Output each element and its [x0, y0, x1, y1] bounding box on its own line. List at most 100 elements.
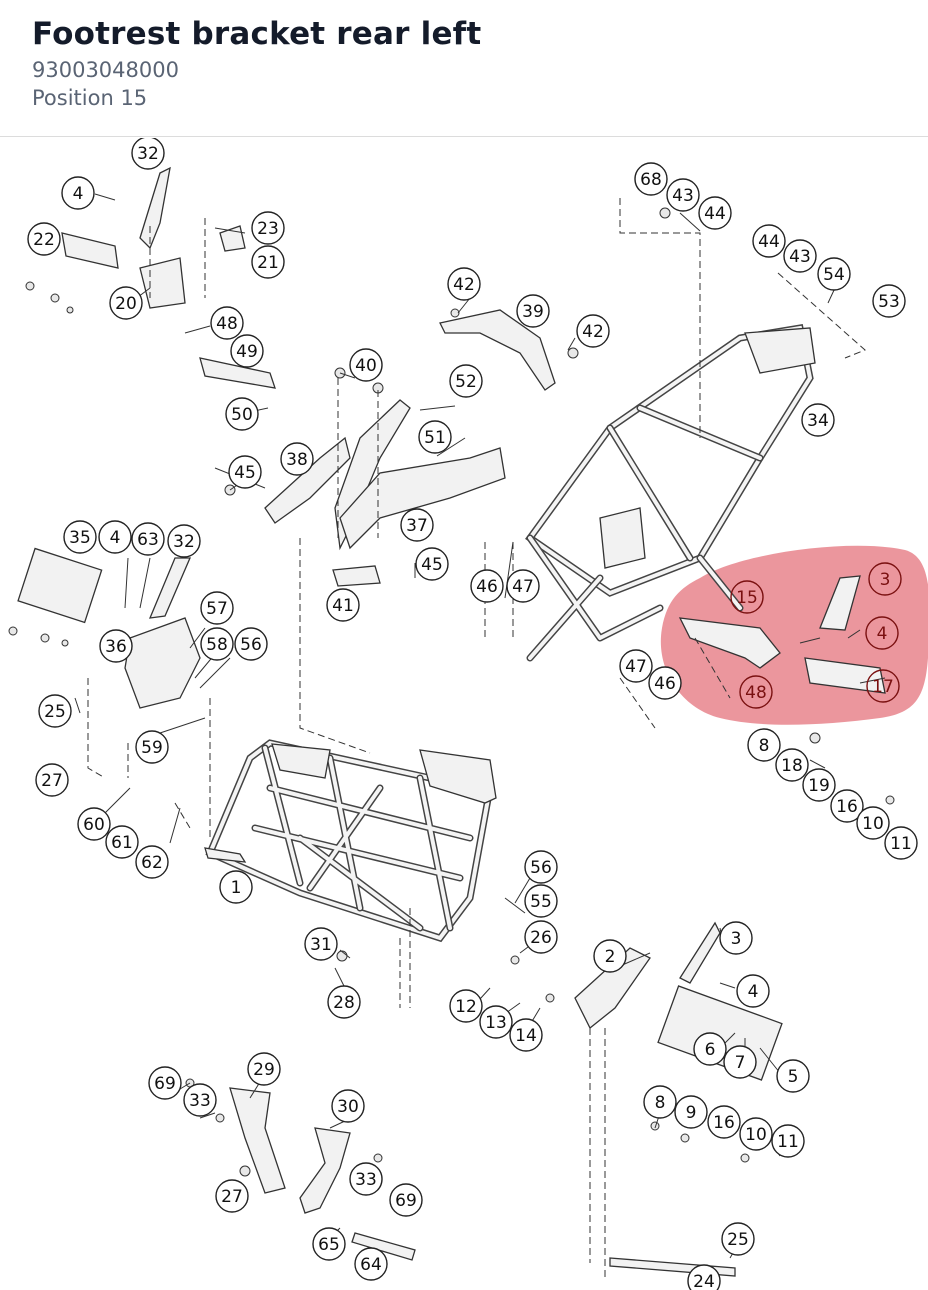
callout: 8	[643, 1085, 677, 1119]
callout-number: 17	[872, 677, 894, 697]
callout-number: 48	[745, 683, 767, 703]
callout: 58	[200, 627, 234, 661]
callout-number: 54	[823, 265, 845, 285]
callout: 5	[776, 1059, 810, 1093]
callout-highlighted: 4	[865, 616, 899, 650]
callout: 69	[389, 1183, 423, 1217]
callout: 39	[516, 294, 550, 328]
part-number: 93003048000	[32, 58, 179, 82]
callout: 65	[312, 1227, 346, 1261]
callout: 68	[634, 162, 668, 196]
callout-number: 44	[704, 204, 726, 224]
callout: 43	[783, 239, 817, 273]
callout: 48	[210, 306, 244, 340]
callout: 26	[524, 920, 558, 954]
callout-number: 47	[625, 657, 647, 677]
position-label: Position 15	[32, 86, 148, 110]
callout-number: 46	[654, 674, 676, 694]
assembly-lines	[87, 198, 866, 1278]
callout: 50	[225, 397, 259, 431]
callout: 52	[449, 364, 483, 398]
callout: 46	[470, 569, 504, 603]
callout-number: 47	[512, 577, 534, 597]
side-covers	[264, 309, 556, 587]
callout: 18	[775, 748, 809, 782]
callout: 13	[479, 1005, 513, 1039]
callout: 25	[721, 1222, 755, 1256]
callout-number: 23	[257, 219, 279, 239]
callout: 56	[524, 850, 558, 884]
callout-number: 25	[44, 702, 66, 722]
callout: 55	[524, 884, 558, 918]
callout: 41	[326, 588, 360, 622]
callout-number: 33	[189, 1091, 211, 1111]
callout-highlighted: 17	[866, 669, 900, 703]
callout: 24	[687, 1264, 721, 1290]
callout-number: 8	[759, 736, 770, 756]
callout: 4	[61, 176, 95, 210]
callout-number: 13	[485, 1013, 507, 1033]
callout-number: 33	[355, 1170, 377, 1190]
callout: 57	[200, 591, 234, 625]
callout-number: 22	[33, 230, 55, 250]
callout-number: 38	[286, 450, 308, 470]
callout: 21	[251, 245, 285, 279]
callout: 61	[105, 825, 139, 859]
callout: 3	[719, 921, 753, 955]
callout: 56	[234, 627, 268, 661]
callout: 35	[63, 520, 97, 554]
callout-number: 34	[807, 411, 829, 431]
callout-number: 18	[781, 756, 803, 776]
callout: 10	[739, 1117, 773, 1151]
callout: 10	[856, 806, 890, 840]
callout-number: 16	[836, 797, 858, 817]
callout: 19	[802, 768, 836, 802]
callout-number: 51	[424, 428, 446, 448]
callout: 63	[131, 522, 165, 556]
callout-number: 32	[173, 532, 195, 552]
callout-number: 14	[515, 1026, 537, 1046]
callout: 44	[752, 224, 786, 258]
callout: 44	[698, 196, 732, 230]
callout-number: 25	[727, 1230, 749, 1250]
callout-number: 53	[878, 292, 900, 312]
callout-number: 31	[310, 935, 332, 955]
callout-number: 37	[406, 516, 428, 536]
callout-number: 24	[693, 1272, 715, 1290]
callout: 28	[327, 985, 361, 1019]
callout: 1	[219, 870, 253, 904]
callout: 47	[619, 649, 653, 683]
callout-number: 65	[318, 1235, 340, 1255]
callout: 30	[331, 1089, 365, 1123]
callout: 22	[27, 222, 61, 256]
callout-number: 3	[731, 929, 742, 949]
callout-number: 63	[137, 530, 159, 550]
callout-number: 12	[455, 997, 477, 1017]
callout-number: 45	[421, 555, 443, 575]
callout-number: 4	[748, 982, 759, 1002]
page-header: Footrest bracket rear left 93003048000 P…	[0, 0, 928, 137]
callout: 42	[447, 267, 481, 301]
callout: 45	[415, 547, 449, 581]
callout: 53	[872, 284, 906, 318]
callout: 4	[736, 974, 770, 1008]
callout-number: 10	[862, 814, 884, 834]
callout: 69	[148, 1066, 182, 1100]
callout-number: 8	[655, 1093, 666, 1113]
callout-number: 27	[41, 771, 63, 791]
callout-number: 39	[522, 302, 544, 322]
callout: 16	[707, 1105, 741, 1139]
callout-number: 19	[808, 776, 830, 796]
callout: 14	[509, 1018, 543, 1052]
callout: 37	[400, 508, 434, 542]
callout: 6	[693, 1032, 727, 1066]
callout: 29	[247, 1052, 281, 1086]
callout-highlighted: 48	[739, 675, 773, 709]
callout: 59	[135, 730, 169, 764]
callout-number: 5	[788, 1067, 799, 1087]
callout-number: 43	[789, 247, 811, 267]
callout: 4	[98, 520, 132, 554]
main-frame	[204, 739, 497, 943]
callout-number: 48	[216, 314, 238, 334]
callout: 62	[135, 845, 169, 879]
